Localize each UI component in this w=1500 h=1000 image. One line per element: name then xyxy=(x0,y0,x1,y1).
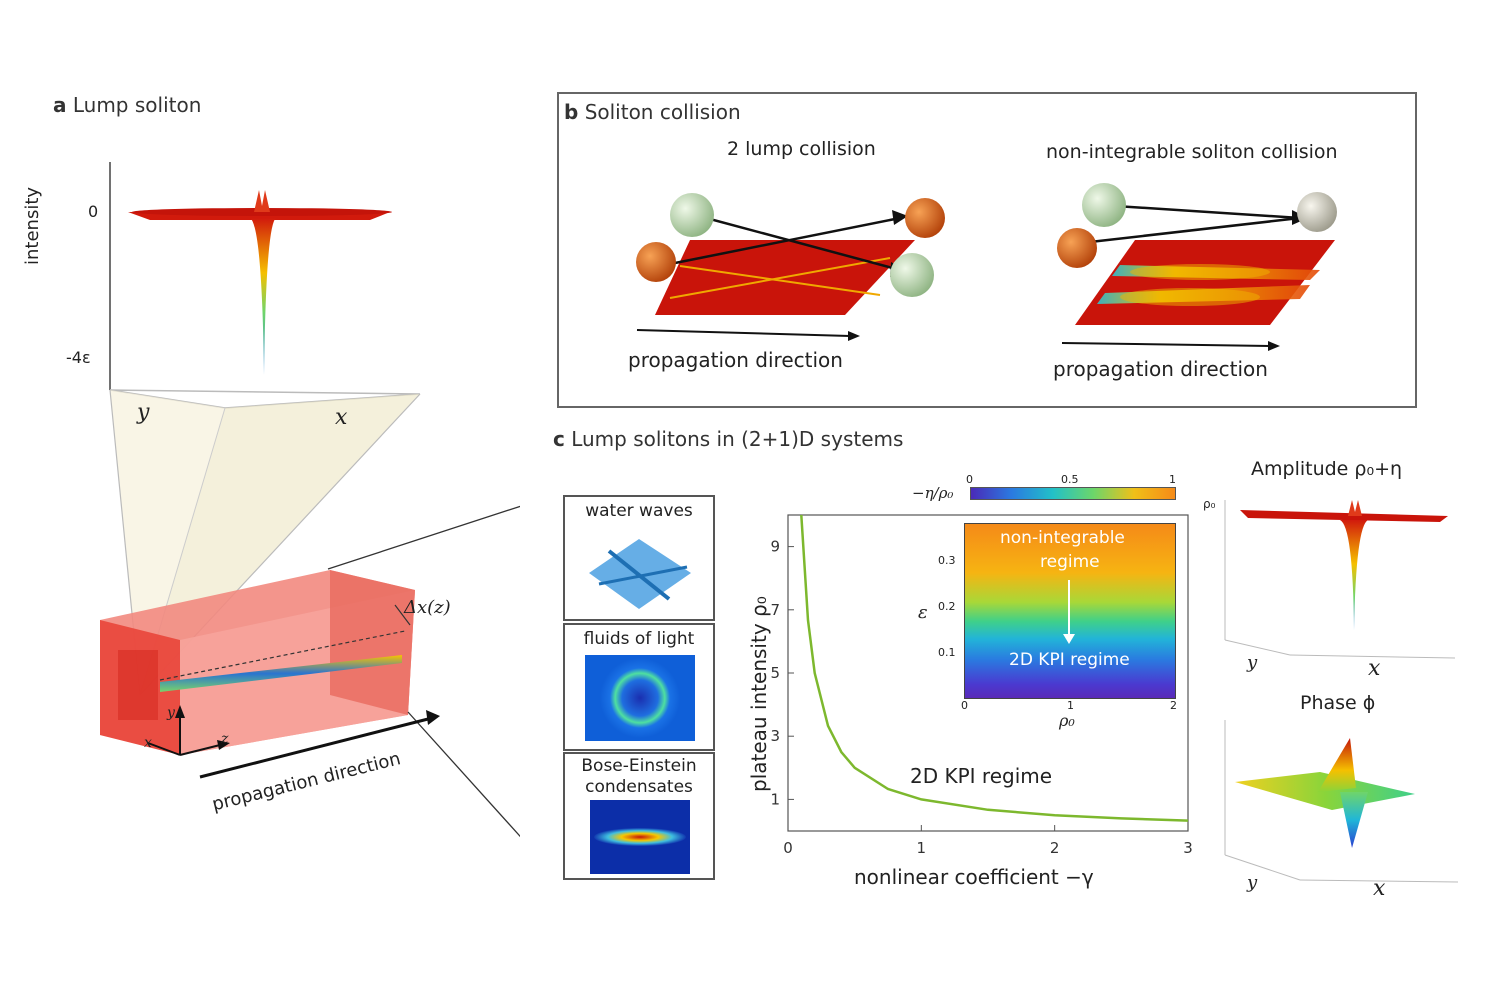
b-left-propagation: propagation direction xyxy=(628,348,843,372)
b-orange-ball-2 xyxy=(905,198,945,238)
phase-trough xyxy=(1340,792,1368,848)
axis-y-label: y xyxy=(167,705,175,721)
system-label-bec: Bose-Einstein condensates xyxy=(581,756,697,797)
main-annotation: 2D KPI regime xyxy=(910,764,1053,788)
inset-ytick-2: 0.3 xyxy=(938,554,956,567)
panel-a-letter: a xyxy=(53,93,67,117)
axis-x-label: x xyxy=(144,735,152,751)
panel-a-title: a Lump soliton xyxy=(53,93,201,117)
y-tick-label-3: 7 xyxy=(770,601,780,619)
system-label-light: fluids of light xyxy=(583,629,695,649)
amplitude-surface xyxy=(1224,500,1456,659)
panel-b-box xyxy=(557,92,1417,408)
inset-heatmap xyxy=(964,523,1176,699)
axis-x-arrow xyxy=(147,742,181,756)
inset-arrow xyxy=(1068,580,1070,636)
intensity-tick-min: -4ε xyxy=(66,348,91,367)
panel-a-title-text: Lump soliton xyxy=(72,93,202,117)
b-right-arrow xyxy=(1061,342,1271,347)
amplitude-spike xyxy=(1340,520,1368,630)
inset-ytick-1: 0.2 xyxy=(938,600,956,613)
inset-xtick-2: 2 xyxy=(1170,699,1177,712)
system-water-waves: water waves xyxy=(563,495,715,621)
plateau-intensity-chart: 0 1 2 3 1 3 5 7 9 xyxy=(770,514,1193,857)
inset-top-label-2: regime xyxy=(1040,552,1100,572)
b-left-arrow xyxy=(636,329,851,337)
panel-c-title: c Lump solitons in (2+1)D systems xyxy=(553,427,903,451)
colorbar-tick-1: 0.5 xyxy=(1061,473,1079,486)
amplitude-x: x xyxy=(1368,656,1381,681)
a-y-label: y xyxy=(137,400,150,425)
panel-a-illustration xyxy=(100,162,520,838)
inset-xtick-0: 0 xyxy=(961,699,968,712)
x-tick-label-3: 3 xyxy=(1183,839,1193,857)
inset-xtick-1: 1 xyxy=(1067,699,1074,712)
lump-spike xyxy=(250,218,276,375)
y-tick-label-4: 9 xyxy=(770,538,780,556)
axis-z-arrow xyxy=(179,744,221,756)
b-green-ball-1 xyxy=(670,193,714,237)
intensity-tick-0: 0 xyxy=(88,202,99,221)
y-tick-label-2: 5 xyxy=(770,664,780,682)
b-left-title: 2 lump collision xyxy=(727,138,876,160)
delta-x-label: Δx(z) xyxy=(404,597,451,618)
amplitude-axis-tick: ρ₀ xyxy=(1203,497,1216,511)
y-tick-label-1: 3 xyxy=(770,727,780,745)
colorbar-tick-0: 0 xyxy=(966,473,973,486)
phase-y: y xyxy=(1247,872,1258,893)
b-orange-ball-3 xyxy=(1057,228,1097,268)
main-ylabel: plateau intensity ρ₀ xyxy=(747,596,771,792)
x-tick-label-1: 1 xyxy=(917,839,927,857)
colorbar-label: −η/ρ₀ xyxy=(912,484,954,502)
intensity-axis-label: intensity xyxy=(22,186,43,265)
panel-b-illustration xyxy=(636,183,1337,351)
colorbar xyxy=(970,487,1176,500)
inset-arrowhead xyxy=(1063,634,1075,644)
propagation-arrow-a xyxy=(199,716,433,779)
phase-peak xyxy=(1318,738,1356,792)
phase-title: Phase ϕ xyxy=(1300,692,1376,714)
panel-c-letter: c xyxy=(553,427,565,451)
panel-b-title-text: Soliton collision xyxy=(584,100,741,124)
fluids-of-light-image xyxy=(585,655,695,741)
phase-x: x xyxy=(1373,876,1386,901)
inset-ylabel: ε xyxy=(918,602,928,623)
system-bec: Bose-Einstein condensates xyxy=(563,752,715,880)
inset-bottom-label: 2D KPI regime xyxy=(1009,650,1130,670)
soliton-beam xyxy=(160,655,402,692)
series-line-0 xyxy=(800,514,1189,822)
b-right-title: non-integrable soliton collision xyxy=(1046,141,1338,163)
system-fluids-of-light: fluids of light xyxy=(563,623,715,751)
phase-surface xyxy=(1224,720,1459,883)
x-tick-label-2: 2 xyxy=(1050,839,1060,857)
main-xlabel: nonlinear coefficient −γ xyxy=(854,865,1094,889)
axis-z-label: z xyxy=(221,731,229,747)
y-tick-label-0: 1 xyxy=(770,790,780,808)
b-green-ball-3 xyxy=(1082,183,1126,227)
b-grey-ball xyxy=(1297,192,1337,232)
inset-ytick-0: 0.1 xyxy=(938,646,956,659)
colorbar-tick-2: 1 xyxy=(1169,473,1176,486)
x-tick-label-0: 0 xyxy=(783,839,793,857)
b-orange-ball-1 xyxy=(636,242,676,282)
system-label-water: water waves xyxy=(585,501,693,521)
inset-top-label-1: non-integrable xyxy=(1000,528,1125,548)
amplitude-y: y xyxy=(1247,652,1258,673)
b-right-plane xyxy=(1075,240,1335,325)
water-waves-image xyxy=(589,539,691,609)
panel-b-title: b Soliton collision xyxy=(564,100,741,124)
b-right-propagation: propagation direction xyxy=(1053,357,1268,381)
amplitude-title: Amplitude ρ₀+η xyxy=(1251,458,1403,480)
inset-xlabel: ρ₀ xyxy=(1059,711,1075,730)
bec-image xyxy=(590,800,690,874)
b-green-ball-2 xyxy=(890,253,934,297)
a-x-label: x xyxy=(335,405,348,430)
panel-b-letter: b xyxy=(564,100,579,124)
panel-c-title-text: Lump solitons in (2+1)D systems xyxy=(571,427,904,451)
